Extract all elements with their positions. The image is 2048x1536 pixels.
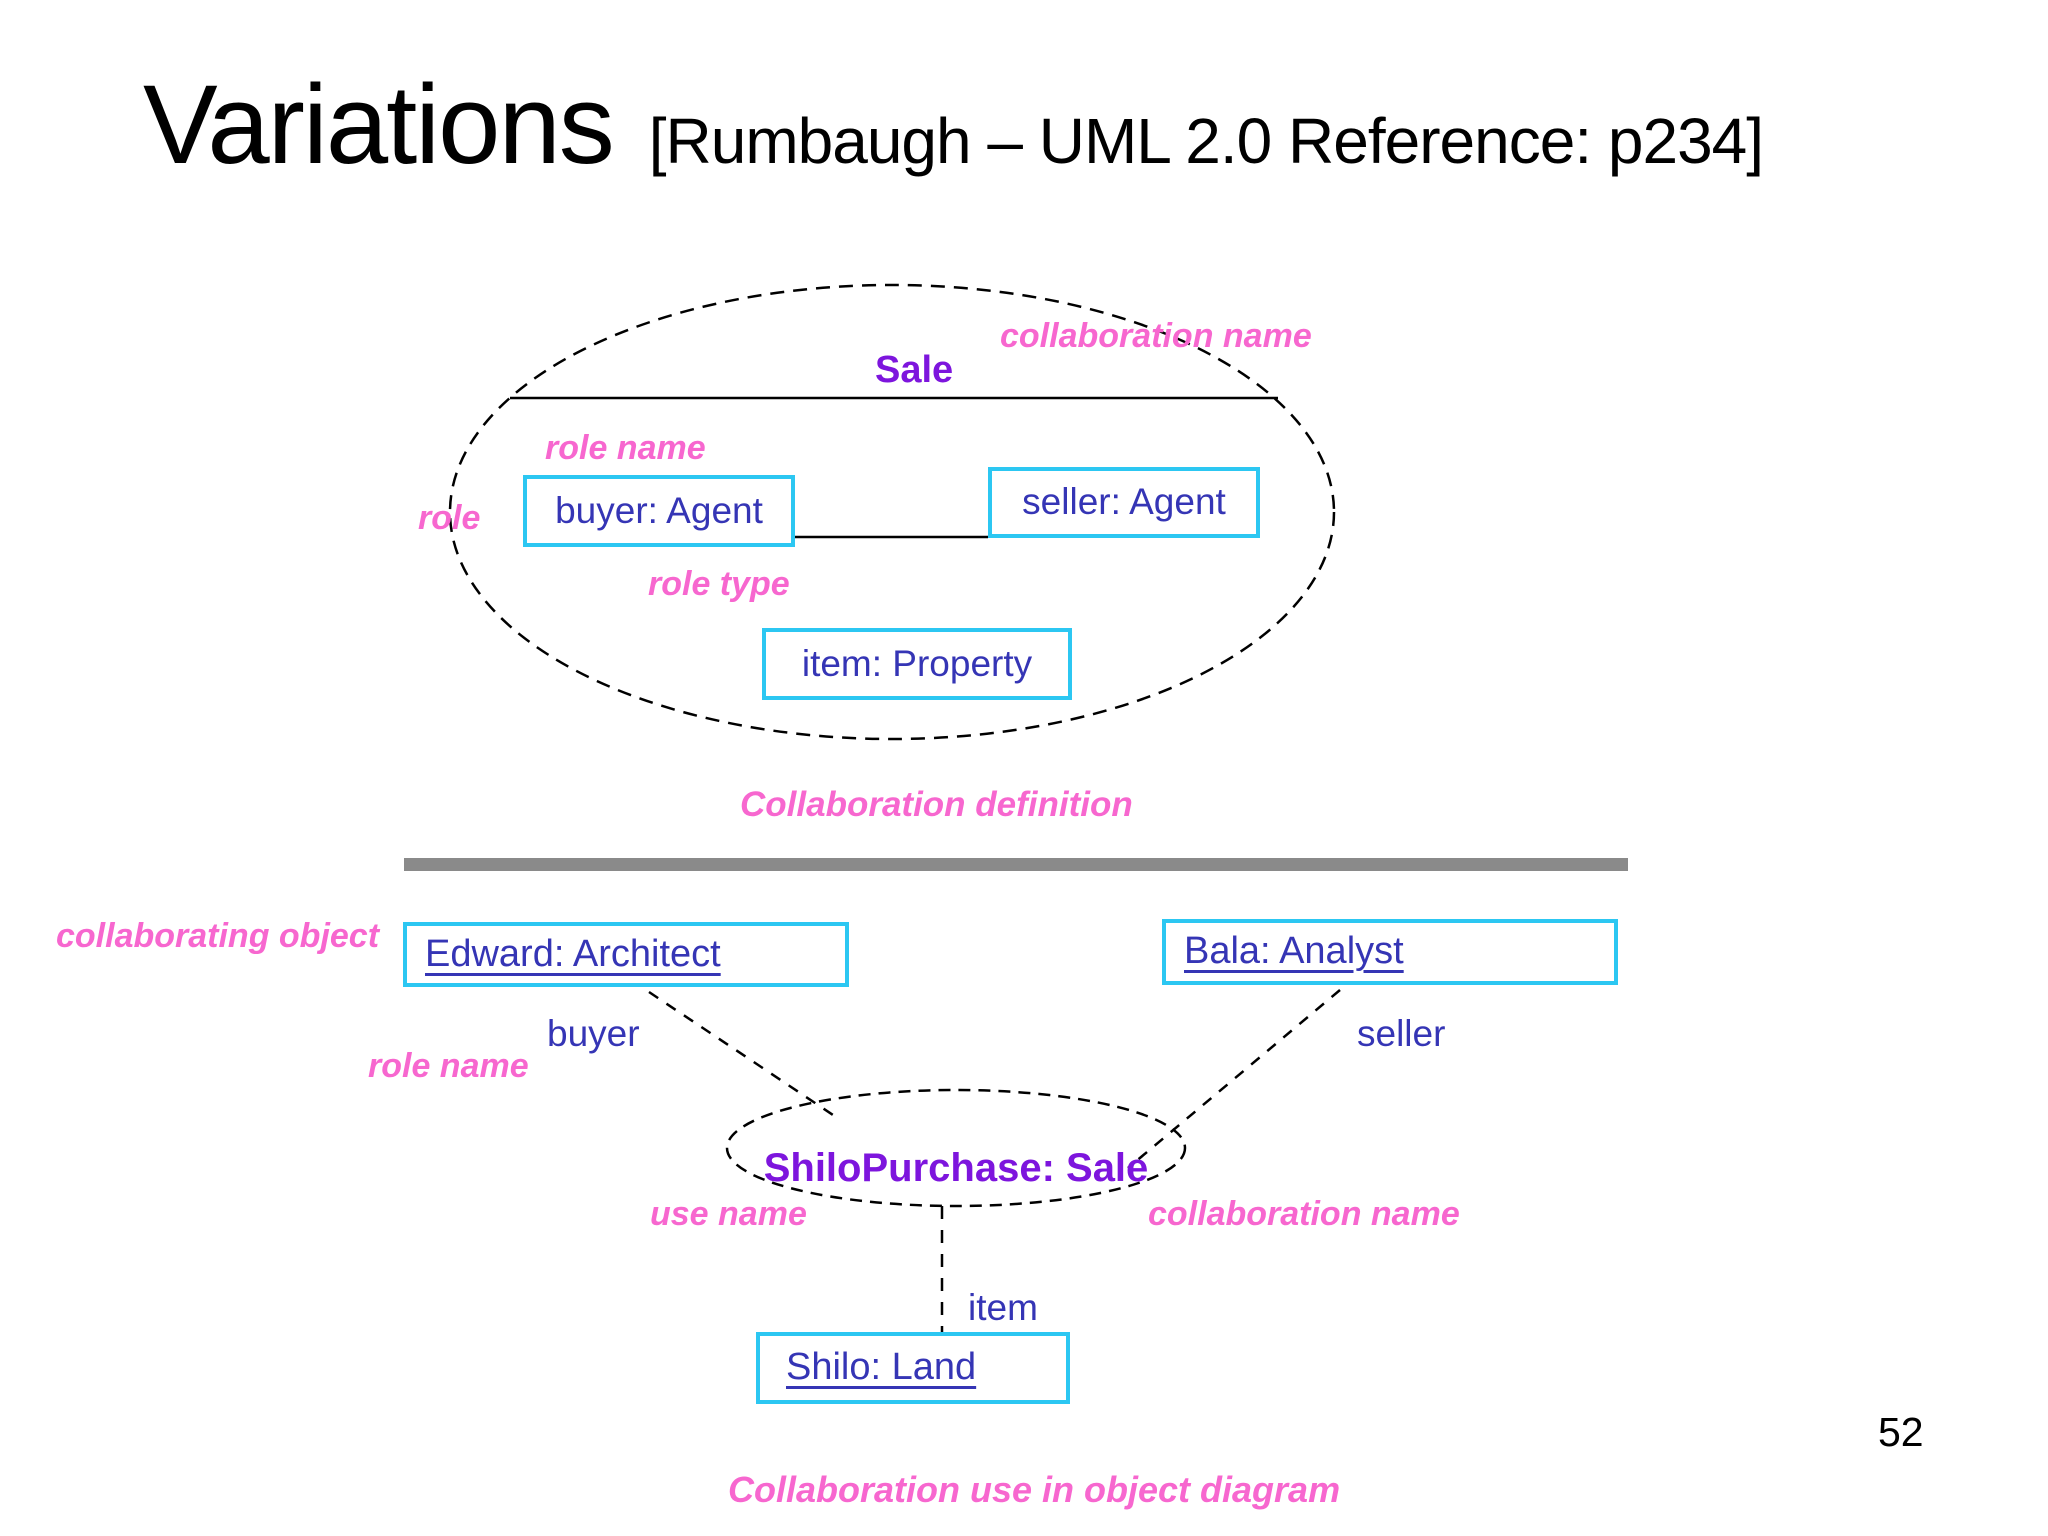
seller-agent-box: seller: Agent (988, 467, 1260, 538)
role-name-annotation-bottom: role name (368, 1047, 529, 1085)
use-name-annotation: use name (650, 1195, 807, 1233)
buyer-role-label: buyer (547, 1013, 640, 1054)
role-annotation: role (418, 499, 481, 537)
item-role-label: item (968, 1287, 1038, 1328)
bala-analyst-label: Bala: Analyst (1184, 930, 1404, 973)
item-property-label: item: Property (801, 642, 1033, 684)
collaboration-ellipse (448, 283, 1336, 741)
edward-to-use-dashed-line (648, 990, 837, 1119)
page-title: Variations (143, 62, 615, 187)
shilo-land-box: Shilo: Land (756, 1332, 1070, 1404)
edward-architect-box: Edward: Architect (403, 922, 849, 987)
use-name-text: ShiloPurchase: Sale (763, 1146, 1149, 1190)
seller-agent-label: seller: Agent (1022, 481, 1226, 523)
collaboration-name-sale: Sale (875, 349, 954, 391)
collaboration-name-annotation-bottom: collaboration name (1148, 1195, 1460, 1233)
slide-header: Variations [Rumbaugh – UML 2.0 Reference… (143, 62, 1764, 187)
collaboration-name-annotation-top: collaboration name (1000, 317, 1312, 355)
collaborating-object-annotation: collaborating object (56, 917, 380, 955)
item-property-box: item: Property (762, 628, 1072, 700)
seller-role-label: seller (1357, 1013, 1446, 1054)
role-type-annotation: role type (648, 565, 790, 603)
page-number: 52 (1878, 1409, 1924, 1455)
bala-analyst-box: Bala: Analyst (1162, 919, 1618, 985)
page-title-reference: [Rumbaugh – UML 2.0 Reference: p234] (648, 105, 1764, 177)
buyer-agent-box: buyer: Agent (523, 475, 795, 547)
bala-to-use-dashed-line (1127, 989, 1341, 1169)
edward-architect-label: Edward: Architect (425, 932, 721, 975)
collaboration-definition-caption: Collaboration definition (740, 785, 1133, 824)
collaboration-use-caption: Collaboration use in object diagram (728, 1469, 1341, 1510)
buyer-agent-label: buyer: Agent (555, 489, 763, 531)
shilo-land-label: Shilo: Land (786, 1346, 977, 1389)
collaboration-use-ellipse (725, 1088, 1187, 1208)
role-name-annotation-top: role name (545, 429, 706, 467)
section-divider (404, 858, 1628, 871)
